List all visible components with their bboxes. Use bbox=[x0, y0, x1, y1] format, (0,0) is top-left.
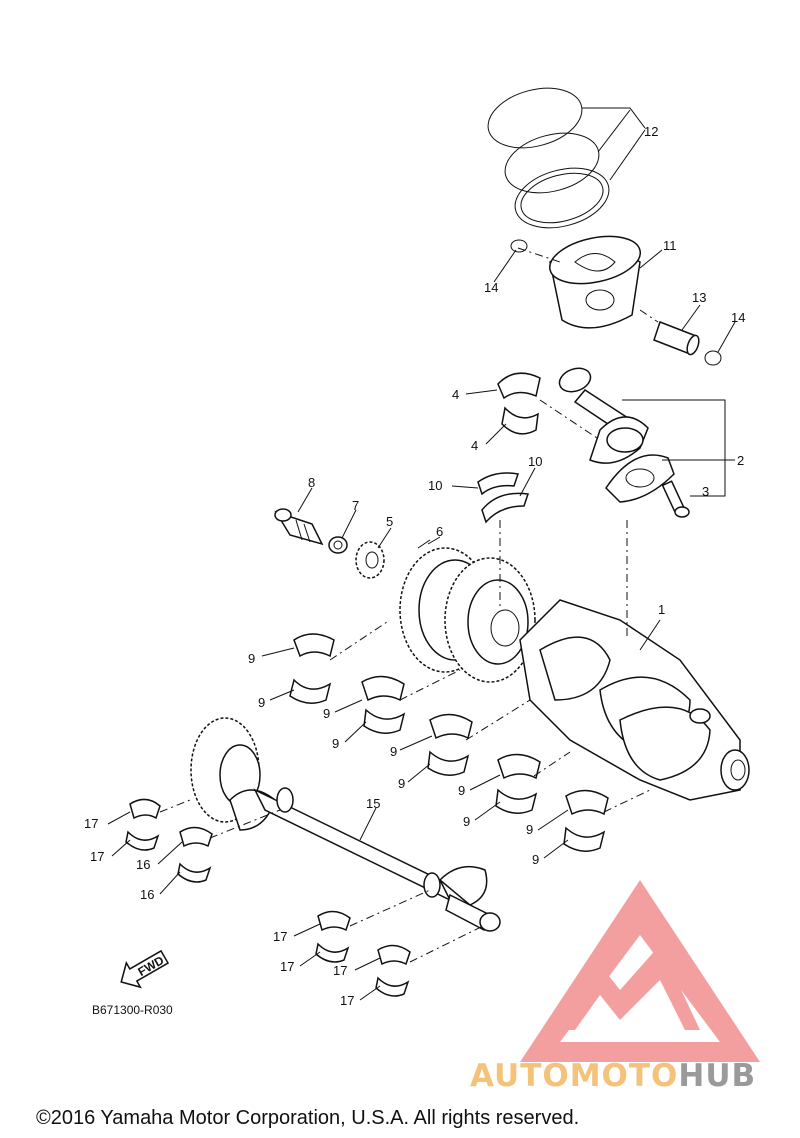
callout-2: 2 bbox=[737, 453, 744, 468]
callout-9-b: 9 bbox=[258, 695, 265, 710]
callout-7: 7 bbox=[352, 498, 359, 513]
callout-14-right: 14 bbox=[731, 310, 745, 325]
callout-17-d: 17 bbox=[280, 959, 294, 974]
crank-gear-small bbox=[355, 541, 385, 579]
watermark-triangle-icon bbox=[520, 880, 760, 1062]
callout-labels: 12 11 14 13 14 4 4 2 3 10 10 8 7 5 6 1 9… bbox=[84, 124, 745, 1008]
callout-13: 13 bbox=[692, 290, 706, 305]
callout-9-d: 9 bbox=[332, 736, 339, 751]
leader-lines bbox=[107, 249, 736, 1001]
callout-12: 12 bbox=[644, 124, 658, 139]
callout-4-lower: 4 bbox=[471, 438, 478, 453]
callout-17-c: 17 bbox=[273, 929, 287, 944]
callout-17-f: 17 bbox=[340, 993, 354, 1008]
thrust-bearing-upper bbox=[477, 472, 519, 496]
callout-9-j: 9 bbox=[532, 852, 539, 867]
balancer-shaft bbox=[190, 717, 501, 932]
watermark-inner-icon bbox=[560, 945, 700, 1030]
callout-9-c: 9 bbox=[323, 706, 330, 721]
callout-16-b: 16 bbox=[140, 887, 154, 902]
rod-bearing-upper bbox=[497, 372, 541, 400]
callout-5: 5 bbox=[386, 514, 393, 529]
watermark-brand-part2: HUB bbox=[678, 1058, 756, 1094]
copyright-text: ©2016 Yamaha Motor Corporation, U.S.A. A… bbox=[36, 1107, 579, 1129]
callout-15: 15 bbox=[366, 796, 380, 811]
callout-10-right: 10 bbox=[528, 454, 542, 469]
fwd-arrow-icon: FWD bbox=[120, 949, 170, 989]
callout-14-left: 14 bbox=[484, 280, 498, 295]
callout-11: 11 bbox=[663, 238, 677, 253]
crankshaft bbox=[399, 547, 750, 801]
connecting-rod bbox=[558, 367, 675, 503]
rod-bolt bbox=[661, 480, 690, 518]
callout-6: 6 bbox=[436, 524, 443, 539]
callout-16-a: 16 bbox=[136, 857, 150, 872]
thrust-bearing-lower bbox=[481, 492, 529, 524]
watermark-logo bbox=[520, 880, 760, 1062]
piston bbox=[549, 235, 641, 329]
washer bbox=[328, 536, 348, 554]
starter-bolt bbox=[274, 508, 324, 546]
balancer-bearings bbox=[125, 798, 411, 997]
piston-pin-clip-right bbox=[704, 350, 722, 366]
piston-pin bbox=[653, 321, 700, 356]
callout-9-e: 9 bbox=[390, 744, 397, 759]
callout-3: 3 bbox=[702, 484, 709, 499]
callout-4-upper: 4 bbox=[452, 387, 459, 402]
callout-10-left: 10 bbox=[428, 478, 442, 493]
callout-17-e: 17 bbox=[333, 963, 347, 978]
callout-17-a: 17 bbox=[84, 816, 98, 831]
diagram-code: B671300-R030 bbox=[92, 1003, 173, 1017]
callout-9-h: 9 bbox=[463, 814, 470, 829]
watermark-brand-part1: AUTOMOTO bbox=[470, 1058, 678, 1094]
callout-9-a: 9 bbox=[248, 651, 255, 666]
callout-9-g: 9 bbox=[458, 783, 465, 798]
callout-9-i: 9 bbox=[526, 822, 533, 837]
callout-9-f: 9 bbox=[398, 776, 405, 791]
rod-bearing-lower bbox=[501, 406, 539, 435]
main-bearings bbox=[289, 633, 609, 852]
piston-pin-clip-left bbox=[510, 239, 528, 253]
dowel-pin bbox=[417, 539, 431, 549]
callout-17-b: 17 bbox=[90, 849, 104, 864]
callout-1: 1 bbox=[658, 602, 665, 617]
watermark-brand-text: AUTOMOTOHUB bbox=[470, 1058, 756, 1094]
callout-8: 8 bbox=[308, 475, 315, 490]
piston-rings bbox=[487, 87, 610, 229]
